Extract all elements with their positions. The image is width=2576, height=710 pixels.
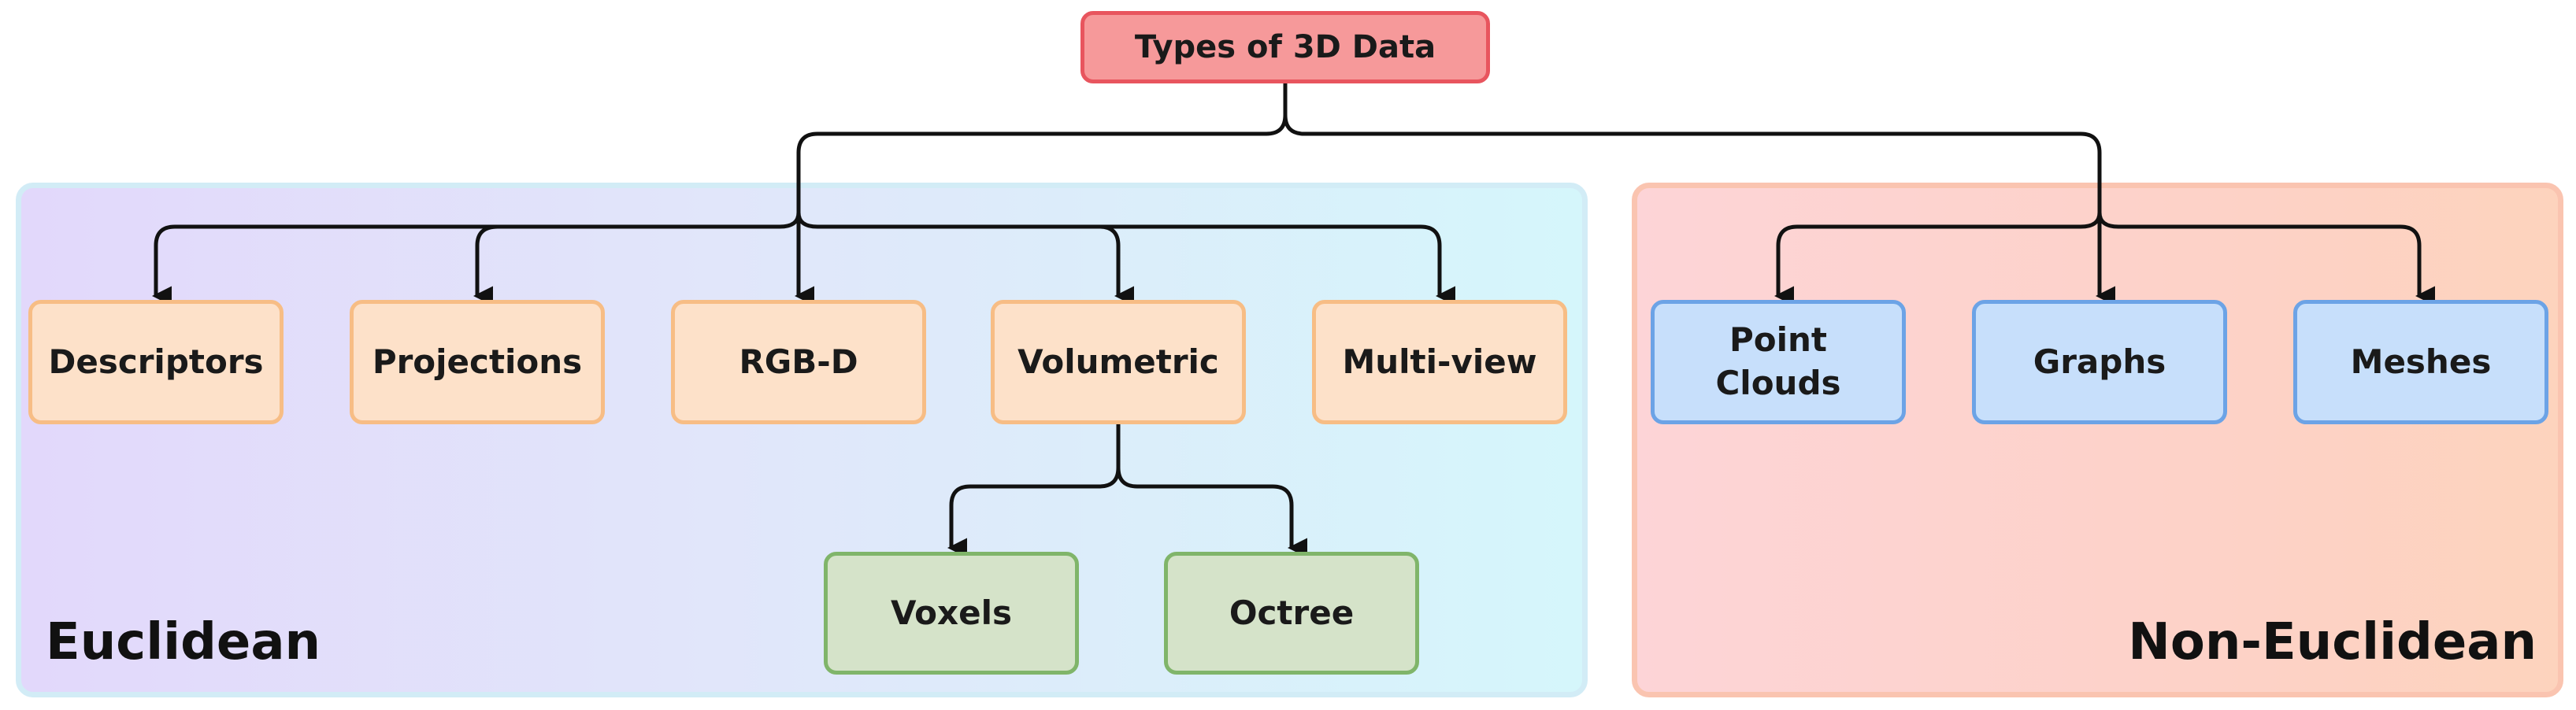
node-projections-label: Projections <box>372 342 583 381</box>
node-meshes: Meshes <box>2293 300 2548 424</box>
connector-to-projections <box>473 224 780 306</box>
node-point-clouds: Point Clouds <box>1651 300 1906 424</box>
euclidean-label: Euclidean <box>46 613 321 671</box>
connector-to-volumetric <box>796 212 1134 306</box>
connector-to-pointclouds <box>1774 212 2102 306</box>
node-graphs-label: Graphs <box>2033 342 2166 381</box>
node-graphs: Graphs <box>1972 300 2227 424</box>
connector-to-descriptors <box>152 212 801 306</box>
node-volumetric-label: Volumetric <box>1017 342 1219 381</box>
connector-to-octree <box>1116 467 1307 558</box>
connector-to-voxels <box>947 467 1121 558</box>
node-multiview-label: Multi-view <box>1342 342 1537 381</box>
connector-to-multiview <box>1099 224 1455 306</box>
node-octree-label: Octree <box>1229 593 1355 632</box>
node-projections: Projections <box>350 300 605 424</box>
node-voxels-label: Voxels <box>890 593 1013 632</box>
node-meshes-label: Meshes <box>2350 342 2492 381</box>
node-rgbd: RGB-D <box>671 300 926 424</box>
node-octree: Octree <box>1164 552 1419 675</box>
node-descriptors: Descriptors <box>28 300 284 424</box>
node-descriptors-label: Descriptors <box>48 342 264 381</box>
connector-to-meshes <box>2097 212 2435 306</box>
node-rgbd-label: RGB-D <box>739 342 858 381</box>
node-multiview: Multi-view <box>1312 300 1567 424</box>
root-node: Types of 3D Data <box>1080 11 1490 83</box>
non-euclidean-label: Non-Euclidean <box>2128 613 2537 671</box>
root-node-label: Types of 3D Data <box>1134 29 1436 65</box>
node-voxels: Voxels <box>824 552 1079 675</box>
connector-root-right <box>1283 114 2102 183</box>
node-point-clouds-label: Point Clouds <box>1715 320 1841 402</box>
connector-root-stem <box>796 83 1288 183</box>
node-volumetric: Volumetric <box>991 300 1246 424</box>
